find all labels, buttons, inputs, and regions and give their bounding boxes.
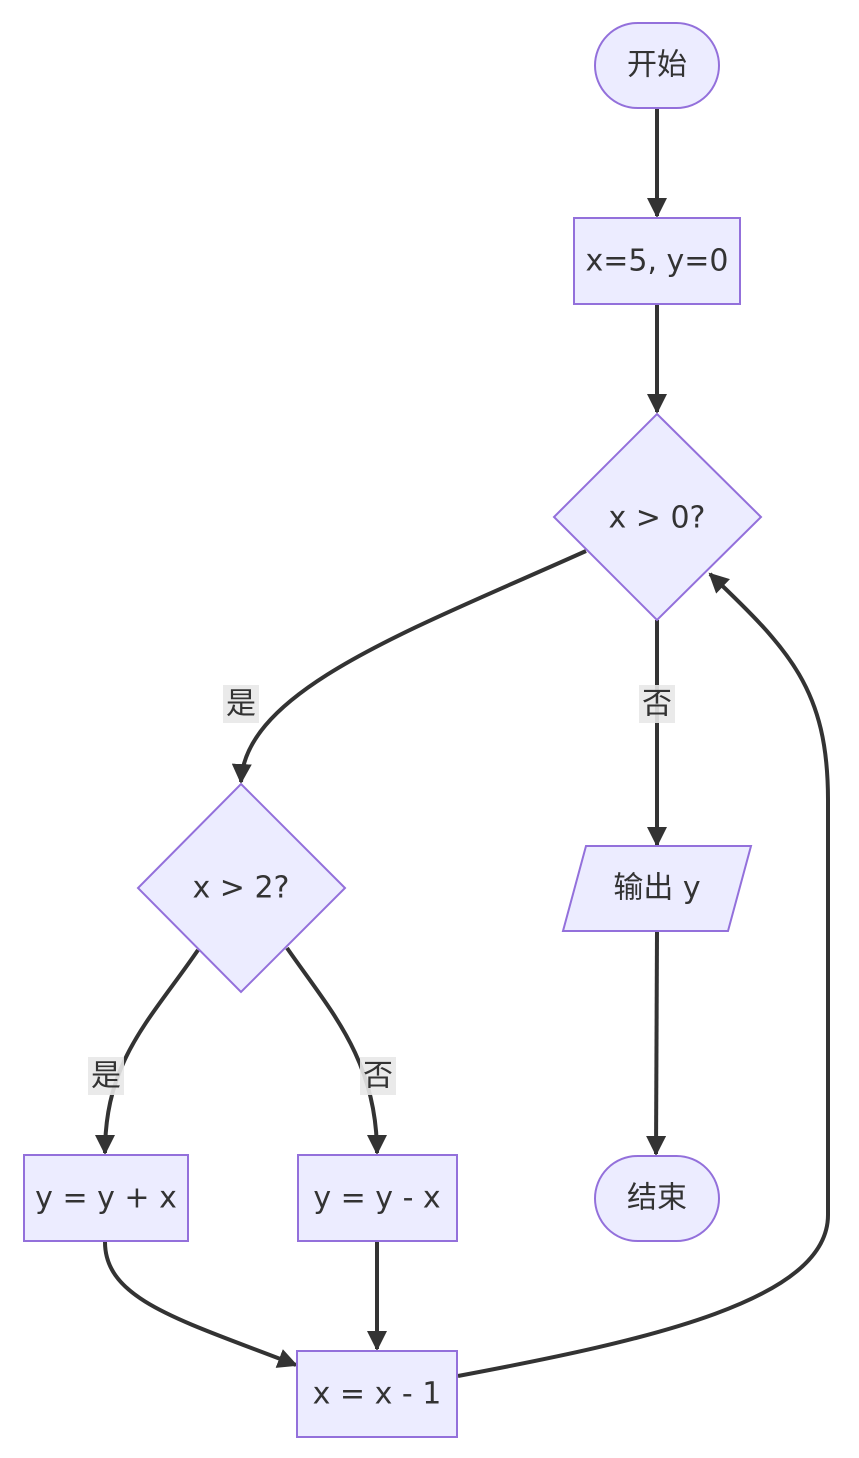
edge-label-bg [223, 685, 259, 723]
node-start-shape [594, 22, 720, 109]
node-output-y-label: 输出 y [613, 871, 700, 906]
edge-label-bg [360, 1057, 396, 1095]
node-check-x-gt-0-label: x > 0? [609, 501, 706, 536]
edge-x-minus-1-loop-back [457, 572, 830, 1378]
node-start: 开始 [594, 22, 720, 109]
node-check-x-gt-2: x > 2? [136, 782, 347, 994]
edge-label-bg [88, 1057, 124, 1095]
node-output-y: 输出 y [561, 845, 753, 932]
node-end-shape [594, 1155, 720, 1242]
node-y-plus-x-label: y = y + x [35, 1181, 177, 1216]
node-end-label: 结束 [627, 1181, 687, 1216]
node-check-x-gt-2-label: x > 2? [193, 871, 290, 906]
edge-label-x-gt-0-yes: 是 [226, 687, 256, 722]
node-y-plus-x-shape [23, 1154, 189, 1242]
edge-output-to-end [646, 931, 667, 1156]
node-init-shape [573, 217, 741, 305]
node-check-x-gt-2-shape [136, 782, 347, 994]
node-x-minus-1-label: x = x - 1 [313, 1377, 442, 1412]
node-y-minus-x: y = y - x [297, 1154, 458, 1242]
node-x-minus-1-shape [296, 1350, 458, 1438]
node-y-minus-x-shape [297, 1154, 458, 1242]
edge-check-x-gt-0-yes [231, 549, 587, 784]
node-output-y-shape [561, 845, 753, 932]
node-check-x-gt-0-shape [552, 412, 763, 622]
edge-labels: 是 否 是 否 [88, 685, 675, 1095]
edge-label-bg [639, 685, 675, 723]
node-y-plus-x: y = y + x [23, 1154, 189, 1242]
edge-label-x-gt-2-no: 否 [363, 1059, 393, 1094]
node-x-minus-1: x = x - 1 [296, 1350, 458, 1438]
edge-check-x-gt-2-no [285, 946, 387, 1155]
edge-check-x-gt-2-yes [95, 948, 200, 1155]
node-init: x=5, y=0 [573, 217, 741, 305]
edge-y-plus-x-to-x-minus-1 [103, 1241, 298, 1368]
edge-label-x-gt-2-yes: 是 [91, 1059, 121, 1094]
node-init-label: x=5, y=0 [585, 244, 728, 279]
node-end: 结束 [594, 1155, 720, 1242]
edge-label-x-gt-0-no: 否 [642, 687, 672, 722]
node-start-label: 开始 [627, 48, 687, 83]
node-y-minus-x-label: y = y - x [313, 1181, 440, 1216]
edges [95, 108, 830, 1378]
node-check-x-gt-0: x > 0? [552, 412, 763, 622]
